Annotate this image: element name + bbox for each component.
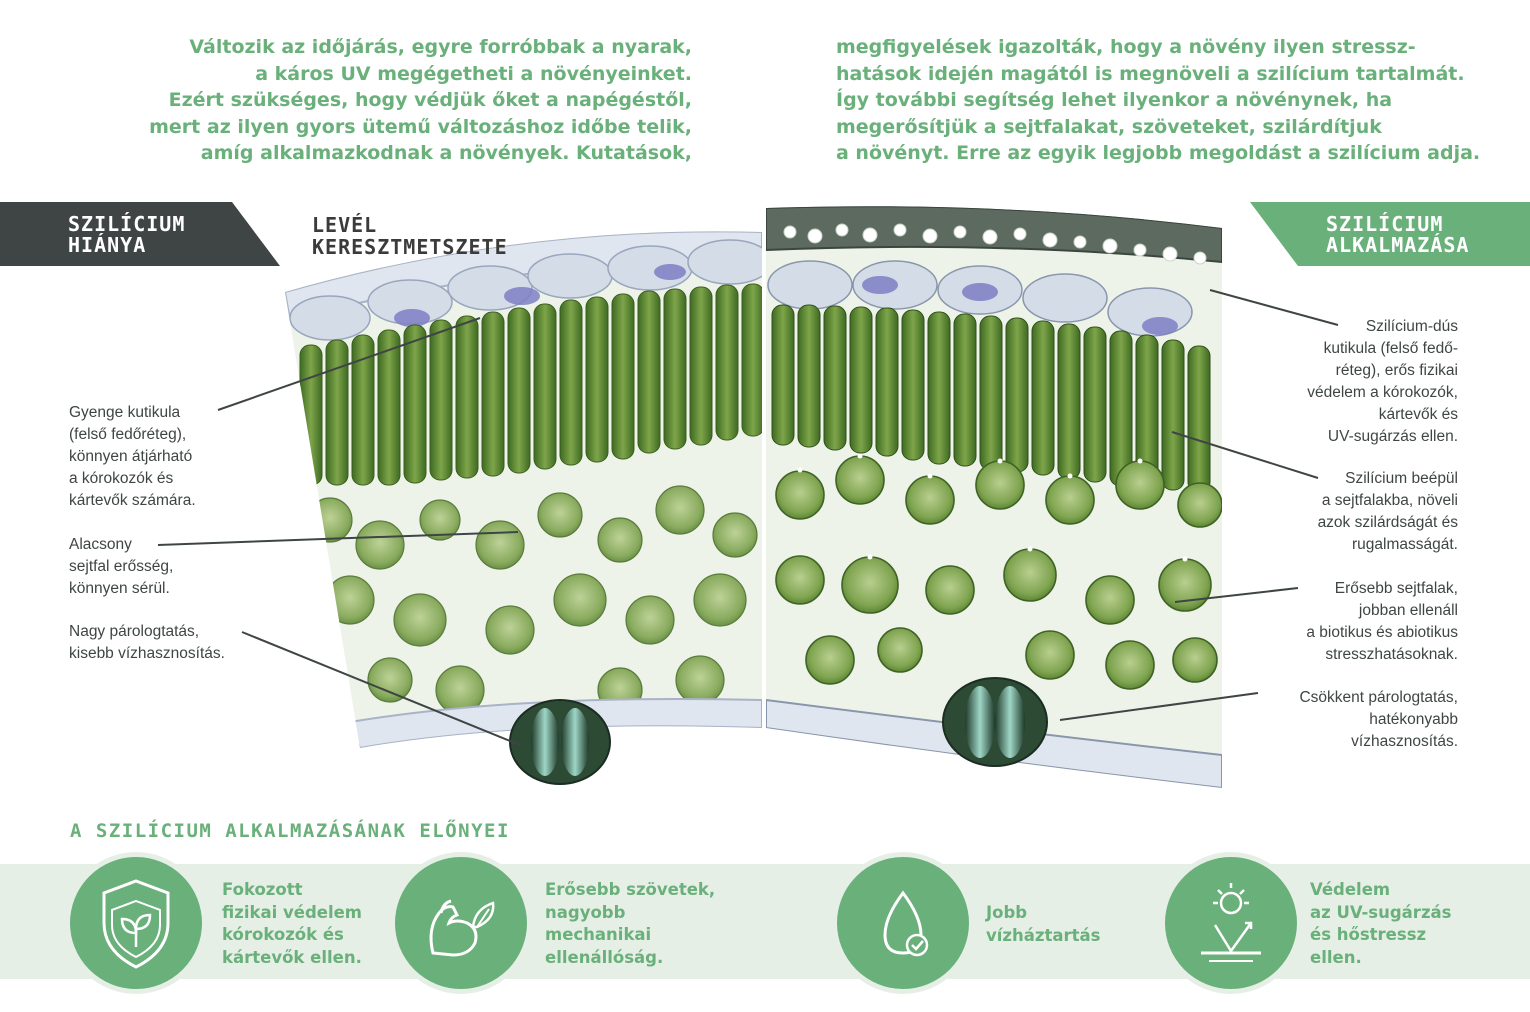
callout-line: a kórokozók és [69,470,174,487]
callout-line: Erősebb sejtfalak, [1334,580,1458,597]
callout-line: sejtfal erősség, [69,558,174,575]
intro-left-line: Változik az időjárás, egyre forróbbak a … [189,36,692,58]
diagram-title-line: KERESZTMETSZETE [312,235,508,259]
callout-line: jobban ellenáll [1358,602,1458,619]
callout-line: UV-sugárzás ellen. [1327,428,1458,445]
callout-line: hatékonyabb [1369,711,1458,728]
callout-high-transpiration: Nagy párologtatás, kisebb vízhasznosítás… [69,621,225,665]
intro-right-line: a növényt. Erre az egyik legjobb megoldá… [836,142,1481,164]
benefit-text: Védelem az UV-sugárzás és hőstressz elle… [1310,879,1452,969]
benefit-line: Jobb [986,903,1028,922]
benefit-line: Erősebb szövetek, [545,880,716,899]
callout-stronger-walls: Erősebb sejtfalak, jobban ellenáll a bio… [1306,578,1458,666]
callout-line: a sejtfalakba, növeli [1321,492,1458,509]
callout-silicon-cell-walls: Szilícium beépül a sejtfalakba, növeli a… [1318,468,1458,556]
callout-line: Alacsony [69,536,132,553]
benefit-text: Erősebb szövetek, nagyobb mechanikai ell… [545,879,715,969]
benefits-heading: A SZILÍCIUM ALKALMAZÁSÁNAK ELŐNYEI [70,820,510,842]
leaf-section-left [285,231,762,748]
benefit-line: fizikai védelem [222,902,362,922]
callout-line: kutikula (felső fedő- [1323,340,1458,357]
callout-line: könnyen átjárható [69,448,193,465]
intro-right-line: hatások idején magától is megnöveli a sz… [836,62,1465,85]
callout-low-cell-wall: Alacsony sejtfal erősség, könnyen sérül. [69,534,173,600]
callout-line: kisebb vízhasznosítás. [69,645,225,662]
callout-line: stresszhatásoknak. [1325,646,1458,663]
stoma-right [942,677,1048,767]
callout-line: kártevők és [1378,406,1458,423]
benefit-line: és hőstressz [1310,925,1427,944]
callout-leader-lines [157,289,1339,746]
benefit-line: Védelem [1310,880,1391,899]
banner-right-line: ALKALMAZÁSA [1326,233,1470,257]
benefit-text: Jobb vízháztartás [986,902,1101,947]
benefit-line: kórokozók és [222,925,344,944]
diagram-title: LEVÉL KERESZTMETSZETE [312,214,508,258]
benefit-line: ellenállóság. [545,947,664,967]
intro-left-paragraph: Változik az időjárás, egyre forróbbak a … [149,34,692,167]
banner-left-line: HIÁNYA [68,233,147,257]
callout-line: Nagy párologtatás, [69,623,200,640]
benefit-icon-circle [390,852,532,994]
benefit-icon-circle [65,852,207,994]
strong-arm-leaf-icon [429,899,495,957]
benefit-text: Fokozott fizikai védelem kórokozók és ká… [222,879,362,969]
callout-line: Szilícium-dús [1365,318,1458,335]
callout-silicon-cuticle: Szilícium-dús kutikula (felső fedő- réte… [1307,316,1458,448]
callout-line: kártevők számára. [69,492,196,509]
silicon-application-banner: SZILÍCIUM ALKALMAZÁSA [1250,202,1530,266]
intro-right-line: Így további segítség lehet ilyenkor a nö… [836,89,1393,111]
benefit-line: az UV-sugárzás [1310,902,1452,922]
callout-weak-cuticle: Gyenge kutikula (felső fedőréteg), könny… [69,402,196,512]
callout-line: azok szilárdságát és [1317,514,1458,531]
benefit-line: vízháztartás [986,925,1101,945]
diagram-title-line: LEVÉL [312,213,378,237]
callout-line: védelem a kórokozók, [1307,384,1458,401]
intro-left-line: mert az ilyen gyors ütemű változáshoz id… [149,115,692,138]
benefit-line: nagyobb [545,902,626,922]
sun-reflection-icon [1201,883,1261,962]
benefit-line: ellen. [1310,947,1362,967]
benefit-line: Fokozott [222,880,303,899]
callout-line: (felső fedőréteg), [69,426,187,443]
intro-left-line: Ezért szükséges, hogy védjük őket a napé… [168,89,692,111]
callout-reduced-transpiration: Csökkent párologtatás, hatékonyabb vízha… [1299,687,1458,753]
callout-line: könnyen sérül. [69,580,170,597]
banner-left-line: SZILÍCIUM [68,212,186,236]
benefit-line: kártevők ellen. [222,947,362,967]
intro-right-line: megfigyelések igazolták, hogy a növény i… [836,36,1416,58]
callout-line: Csökkent párologtatás, [1299,689,1458,706]
shield-leaf-icon [102,879,170,969]
water-drop-check-icon [883,890,929,957]
stoma-left [509,699,611,785]
banner-right-line: SZILÍCIUM [1326,212,1444,236]
callout-line: a biotikus és abiotikus [1306,624,1458,641]
callout-line: Szilícium beépül [1345,470,1458,487]
benefit-icon-circle [832,852,974,994]
benefit-line: mechanikai [545,925,652,944]
callout-line: rugalmasságát. [1352,536,1458,553]
benefit-icon-circle [1160,852,1302,994]
intro-right-paragraph: megfigyelések igazolták, hogy a növény i… [836,34,1480,167]
intro-left-line: a káros UV megégetheti a növényeinket. [255,62,692,85]
intro-left-line: amíg alkalmazkodnak a növények. Kutatáso… [200,142,692,164]
silicon-deficiency-banner: SZILÍCIUM HIÁNYA [0,202,280,266]
callout-line: vízhasznosítás. [1351,733,1458,750]
callout-line: réteg), erős fizikai [1335,362,1458,379]
callout-line: Gyenge kutikula [69,404,181,421]
intro-right-line: megerősítjük a sejtfalakat, szöveteket, … [836,115,1382,138]
